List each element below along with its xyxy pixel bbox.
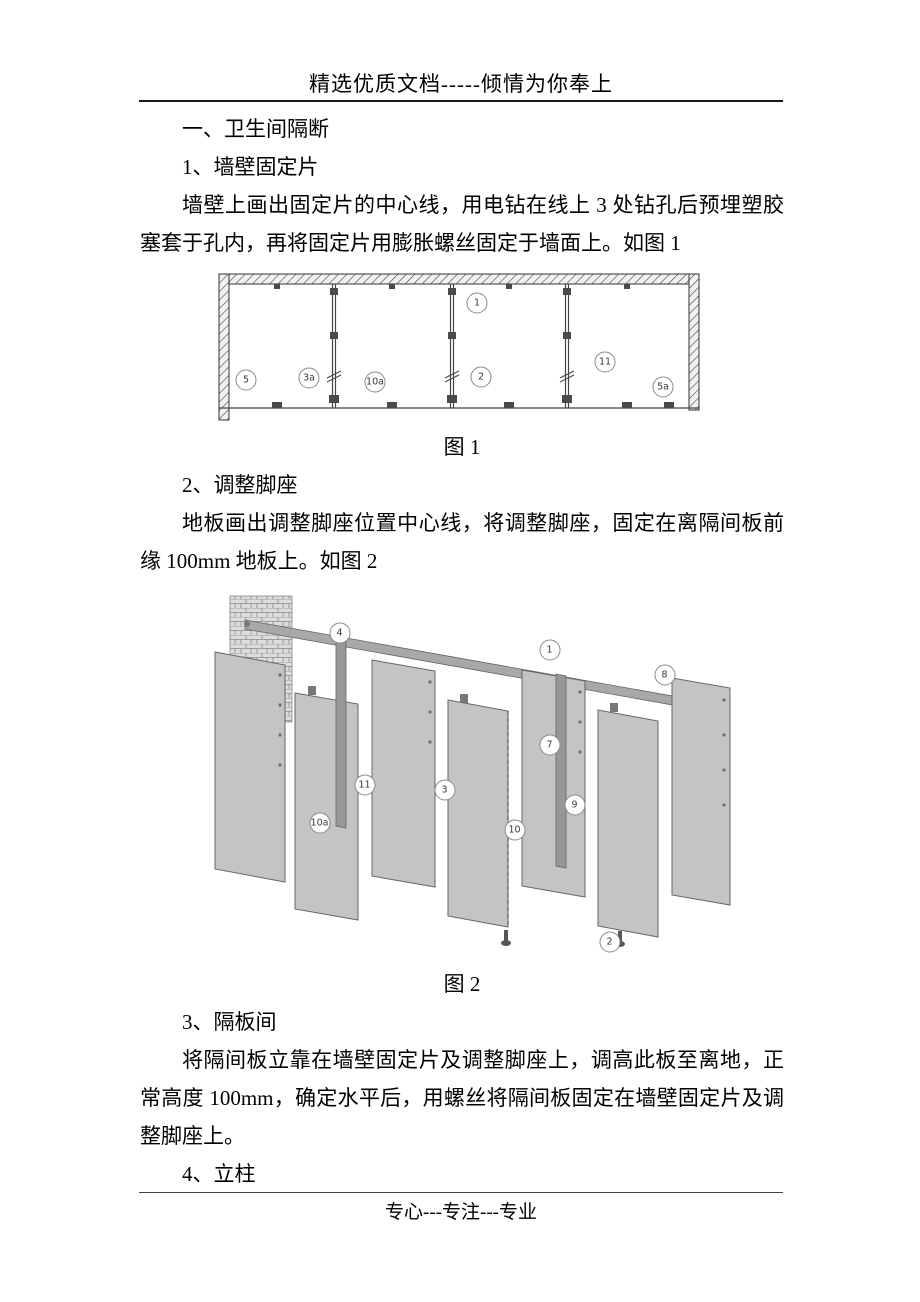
page-footer-text: 专心---专注---专业 bbox=[385, 1202, 537, 1223]
fig2-rail-brackets bbox=[307, 686, 618, 712]
fig1-left-wall bbox=[218, 273, 230, 421]
fig2-screw-dots bbox=[277, 673, 726, 807]
subsection-3-paragraph: 将隔间板立靠在墙壁固定片及调整脚座上，调高此板至离地，正常高度 100mm，确定… bbox=[140, 1048, 784, 1148]
fig1-partition-lines bbox=[331, 284, 570, 408]
figure2-drawing bbox=[214, 595, 730, 947]
subsection-4-title: 4、立柱 bbox=[182, 1162, 256, 1186]
page-header-text: 精选优质文档-----倾情为你奉上 bbox=[309, 72, 613, 96]
fig2-panels bbox=[214, 651, 730, 938]
fig2-adjust-feet bbox=[500, 930, 625, 947]
section-title: 一、卫生间隔断 bbox=[182, 117, 329, 141]
fig1-wall-brackets bbox=[274, 284, 630, 339]
document-body: 一、卫生间隔断 1、墙壁固定片 墙壁上画出固定片的中心线，用电钻在线上 3 处钻… bbox=[140, 110, 784, 1193]
footer-divider bbox=[139, 1192, 783, 1193]
subsection-2-title: 2、调整脚座 bbox=[182, 473, 298, 497]
fig2-pilaster-posts bbox=[335, 633, 566, 869]
fig1-right-wall bbox=[688, 273, 700, 411]
subsection-1-paragraph: 墙壁上画出固定片的中心线，用电钻在线上 3 处钻孔后预埋塑胶塞套于孔内，再将固定… bbox=[140, 193, 784, 255]
figure1-drawing bbox=[218, 273, 700, 421]
fig2-rail-wall-fitting bbox=[243, 621, 250, 627]
subsection-3-title: 3、隔板间 bbox=[182, 1010, 277, 1034]
subsection-1-title: 1、墙壁固定片 bbox=[182, 155, 319, 179]
fig1-adjust-feet bbox=[272, 395, 674, 408]
figure1-caption: 图 1 bbox=[443, 435, 481, 459]
figure2-caption: 图 2 bbox=[443, 972, 481, 996]
header-divider bbox=[139, 100, 783, 102]
subsection-2-paragraph: 地板画出调整脚座位置中心线，将调整脚座，固定在离隔间板前缘 100mm 地板上。… bbox=[140, 511, 784, 573]
fig1-break-marks bbox=[326, 370, 575, 383]
fig1-top-wall bbox=[218, 273, 700, 285]
